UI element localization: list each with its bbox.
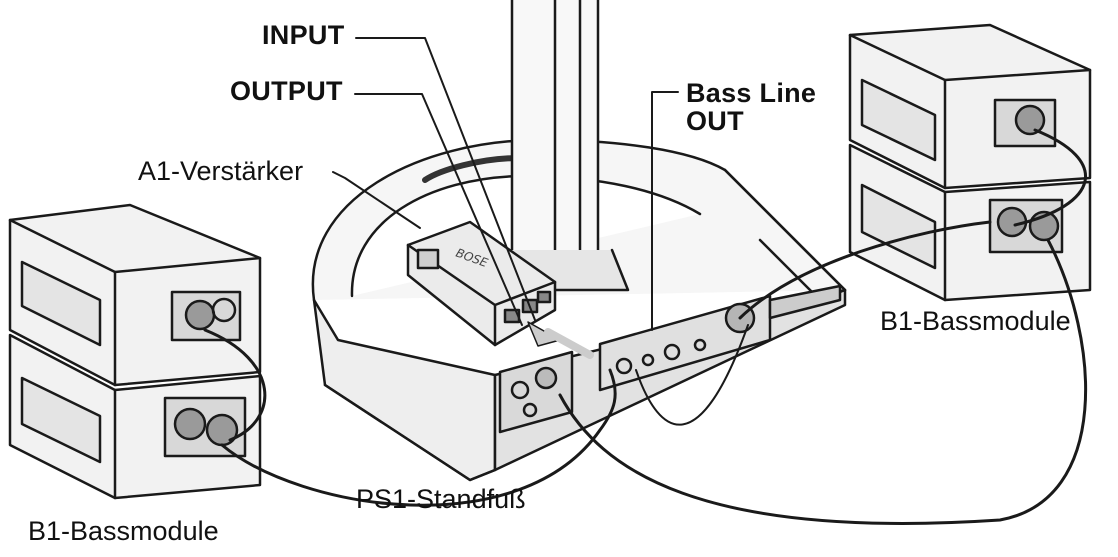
input-arrow	[527, 321, 594, 359]
b1-bass-module-right-top	[848, 23, 1092, 190]
cable-base-to-right-short	[738, 220, 992, 320]
label-bass-line-out: OUT	[686, 106, 744, 136]
label-output: OUTPUT	[230, 76, 343, 106]
b1-bass-module-right-bottom	[848, 143, 1092, 302]
label-input: INPUT	[262, 20, 345, 50]
label-b1-bassmodule-left: B1-Bassmodule	[28, 516, 219, 546]
speaker-pole	[496, 0, 630, 294]
leader-output	[354, 93, 523, 326]
base-connector-panel	[498, 284, 842, 434]
cable-bass-line-out	[635, 324, 749, 426]
cable-left-link	[203, 328, 267, 442]
leader-bass-line-out	[651, 91, 679, 331]
cables	[203, 128, 1088, 525]
cable-left-to-base	[220, 368, 617, 507]
cable-right-link	[1013, 128, 1087, 227]
label-bass-line: Bass Line	[686, 78, 817, 108]
cable-base-to-right	[558, 238, 1088, 525]
label-b1-bassmodule-right: B1-Bassmodule	[880, 306, 1071, 336]
leader-a1	[332, 171, 421, 229]
leader-lines	[332, 37, 679, 331]
leader-input	[355, 37, 536, 321]
label-ps1-stand: PS1-Standfuß	[356, 484, 526, 514]
label-a1-amplifier: A1-Verstärker	[138, 156, 304, 186]
b1-bass-module-left-top	[8, 203, 262, 387]
